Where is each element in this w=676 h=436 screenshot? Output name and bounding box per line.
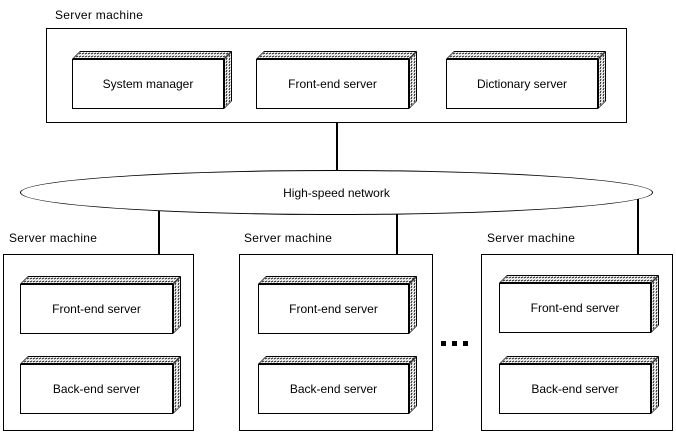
box-front-face: Back-end server <box>20 364 173 414</box>
box-right-face <box>409 276 417 334</box>
server-machine-group-3: Front-end server Back-end server <box>481 254 673 431</box>
box-front-face: Front-end server <box>499 283 651 333</box>
box-top-face <box>20 356 181 364</box>
box-front-face: Back-end server <box>258 364 409 414</box>
box-right-face <box>651 356 659 414</box>
back-end-server-box: Back-end server <box>258 356 417 414</box>
box-top-face <box>499 356 659 364</box>
server-machine-group-2: Front-end server Back-end server <box>239 254 433 431</box>
dictionary-server-label: Dictionary server <box>476 77 568 91</box>
box-top-face <box>258 356 417 364</box>
back-end-server-label: Back-end server <box>289 382 378 396</box>
box-right-face <box>173 356 181 414</box>
system-manager-box: System manager <box>72 51 232 109</box>
top-server-machine-group: System manager Front-end server Dictiona… <box>46 28 627 123</box>
server-machine-3-label: Server machine <box>487 231 576 245</box>
high-speed-network-label: High-speed network <box>283 185 390 200</box>
box-top-face <box>499 275 659 283</box>
front-end-server-box: Front-end server <box>256 51 417 109</box>
box-top-face <box>72 51 232 59</box>
front-end-server-label: Front-end server <box>289 302 378 316</box>
ellipsis-dot <box>452 341 457 346</box>
high-speed-network-ellipse: High-speed network <box>20 170 653 215</box>
connector-top-machine <box>336 122 338 193</box>
connector-machine-3 <box>637 193 639 255</box>
box-front-face: Dictionary server <box>446 59 598 109</box>
system-manager-label: System manager <box>102 77 194 91</box>
box-front-face: Front-end server <box>256 59 409 109</box>
top-server-machine-label: Server machine <box>55 8 144 22</box>
box-front-face: Front-end server <box>258 284 409 334</box>
front-end-server-label: Front-end server <box>52 302 141 316</box>
box-top-face <box>446 51 606 59</box>
back-end-server-box: Back-end server <box>499 356 659 414</box>
server-machine-group-1: Front-end server Back-end server <box>3 254 194 431</box>
box-right-face <box>409 51 417 109</box>
front-end-server-box: Front-end server <box>499 275 659 333</box>
server-machine-1-label: Server machine <box>9 231 98 245</box>
connector-machine-2 <box>396 193 398 255</box>
back-end-server-label: Back-end server <box>52 382 141 396</box>
box-right-face <box>598 51 606 109</box>
box-top-face <box>20 276 181 284</box>
dictionary-server-box: Dictionary server <box>446 51 606 109</box>
front-end-server-label: Front-end server <box>530 301 620 315</box>
box-front-face: System manager <box>72 59 224 109</box>
front-end-server-box: Front-end server <box>20 276 181 334</box>
ellipsis-dot <box>441 341 446 346</box>
server-machine-2-label: Server machine <box>244 231 333 245</box>
ellipsis-dots <box>441 341 468 346</box>
box-right-face <box>651 275 659 333</box>
box-right-face <box>173 276 181 334</box>
front-end-server-box: Front-end server <box>258 276 417 334</box>
box-front-face: Back-end server <box>499 364 651 414</box>
ellipsis-dot <box>463 341 468 346</box>
box-right-face <box>224 51 232 109</box>
box-front-face: Front-end server <box>20 284 173 334</box>
connector-machine-1 <box>158 193 160 255</box>
back-end-server-label: Back-end server <box>531 382 619 396</box>
box-right-face <box>409 356 417 414</box>
front-end-server-label: Front-end server <box>288 77 377 91</box>
box-top-face <box>258 276 417 284</box>
box-top-face <box>256 51 417 59</box>
back-end-server-box: Back-end server <box>20 356 181 414</box>
